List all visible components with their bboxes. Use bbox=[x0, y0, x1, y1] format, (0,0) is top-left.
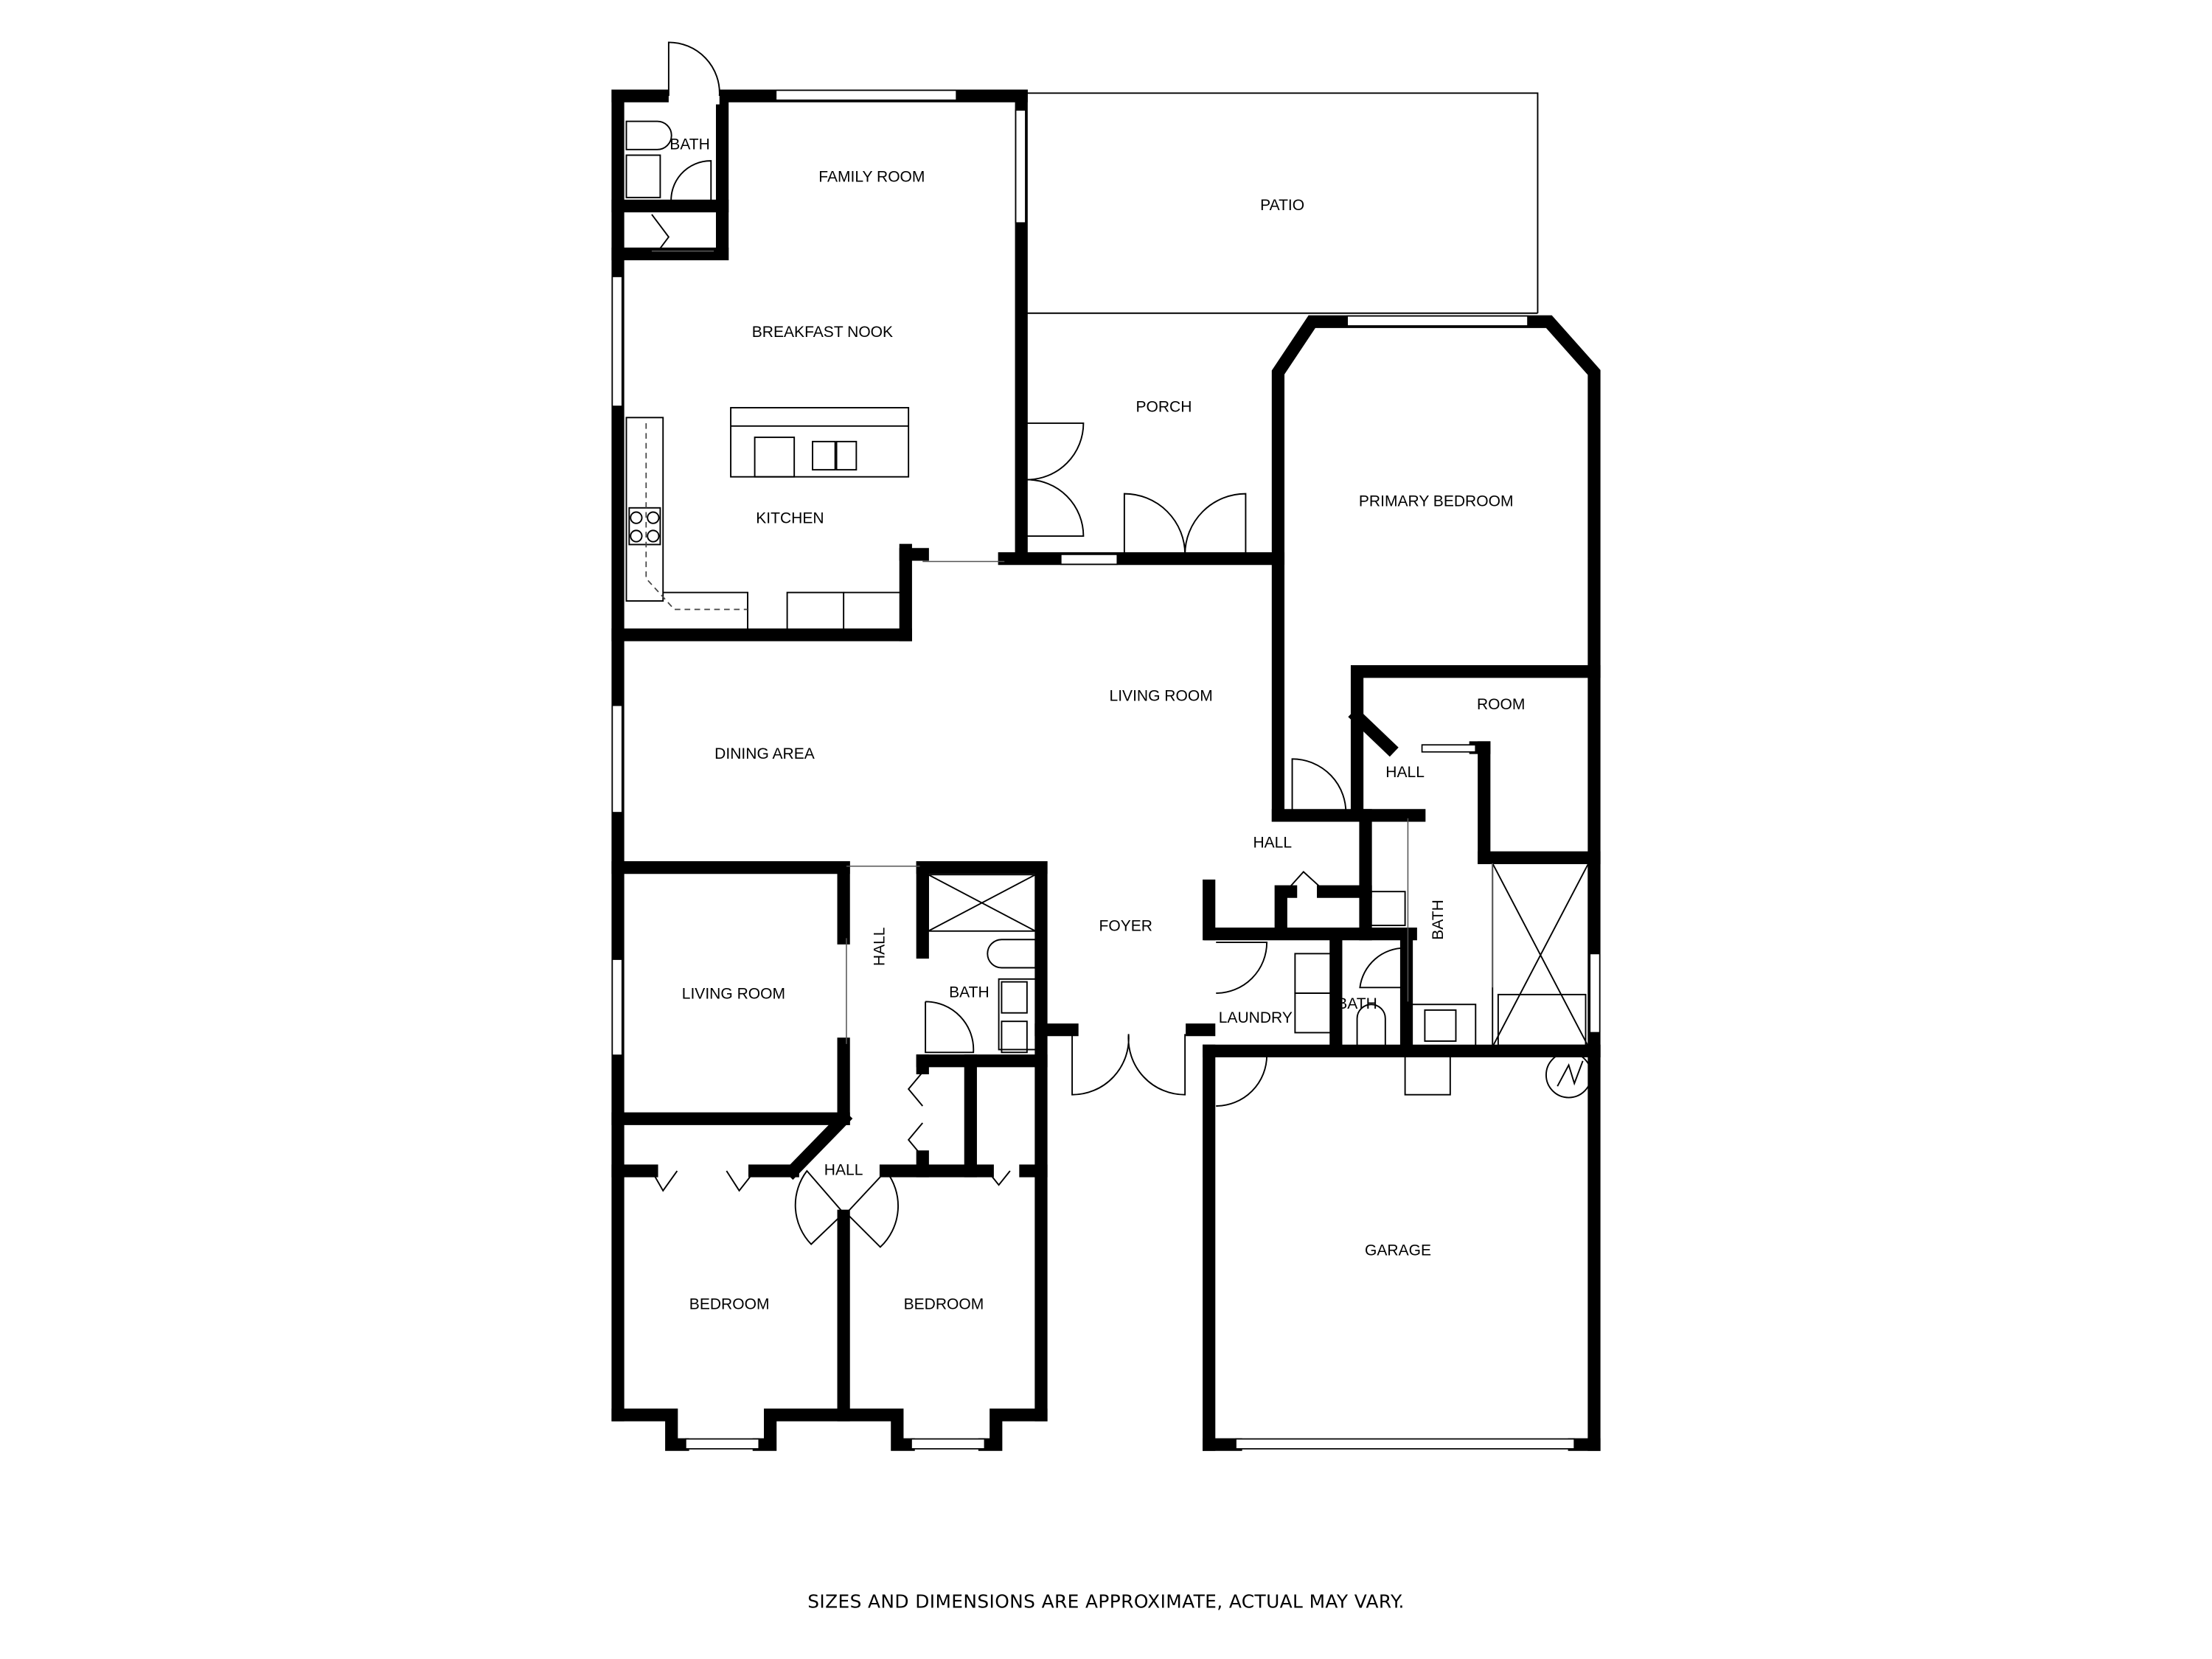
room-label-hall-bedrooms: HALL bbox=[824, 1162, 863, 1179]
room-label-bath-half: BATH bbox=[1337, 995, 1377, 1012]
room-label-patio: PATIO bbox=[1260, 197, 1304, 214]
fixtures bbox=[625, 120, 1593, 1099]
room-label-bath-primary: BATH bbox=[1430, 900, 1447, 940]
room-label-bedroom-left: BEDROOM bbox=[689, 1295, 770, 1312]
disclaimer-text: SIZES AND DIMENSIONS ARE APPROXIMATE, AC… bbox=[807, 1590, 1405, 1612]
room-label-porch: PORCH bbox=[1135, 398, 1192, 415]
room-label-living-room-west: LIVING ROOM bbox=[682, 985, 785, 1002]
windows bbox=[611, 89, 1601, 1450]
room-label-hall-center: HALL bbox=[1253, 835, 1292, 852]
room-label-bath-hall: BATH bbox=[949, 984, 990, 1001]
room-label-breakfast-nook: BREAKFAST NOOK bbox=[752, 324, 893, 341]
room-label-living-room: LIVING ROOM bbox=[1110, 688, 1213, 705]
room-label-bedroom-right: BEDROOM bbox=[904, 1295, 984, 1312]
room-label-family-room: FAMILY ROOM bbox=[818, 169, 925, 186]
room-label-hall-primary: HALL bbox=[1385, 764, 1425, 781]
room-label-hall-vertical: HALL bbox=[871, 927, 888, 966]
room-label-foyer: FOYER bbox=[1099, 918, 1152, 935]
room-label-garage: GARAGE bbox=[1365, 1242, 1431, 1259]
room-label-room: ROOM bbox=[1477, 696, 1525, 713]
doors bbox=[651, 41, 1405, 1248]
room-label-laundry: LAUNDRY bbox=[1219, 1009, 1293, 1026]
room-label-primary-bedroom: PRIMARY BEDROOM bbox=[1359, 493, 1514, 510]
walls bbox=[611, 89, 1601, 1451]
room-label-dining-area: DINING AREA bbox=[714, 745, 815, 762]
room-labels: BATH FAMILY ROOM PATIO BREAKFAST NOOK PO… bbox=[669, 136, 1525, 1313]
patio-outline bbox=[1025, 92, 1539, 314]
room-label-bath-nw: BATH bbox=[669, 136, 710, 153]
room-label-kitchen: KITCHEN bbox=[756, 510, 824, 527]
